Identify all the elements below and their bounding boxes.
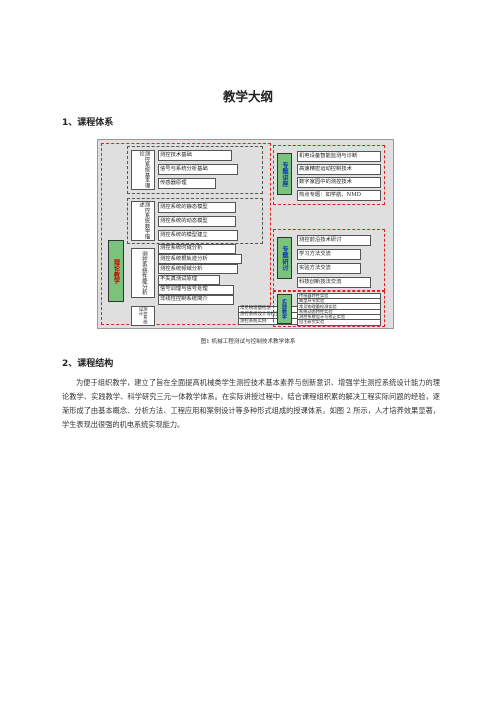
body-paragraph: 为便于组织教学，建立了旨在全面提高机械类学生测控技术基本素养与创新意识、增强学生… <box>62 378 440 429</box>
lecture-frame <box>273 145 385 205</box>
list-item: 学习方法交流 <box>297 249 361 260</box>
list-item: 非线性控制系统简介 <box>158 295 234 305</box>
group-tag: 专题研讨 <box>277 237 292 279</box>
list-item: 测控系统的动态模型 <box>158 216 236 227</box>
list-item: 测控系统频域分析 <box>158 264 238 275</box>
list-item: 实验方法交流 <box>297 263 361 274</box>
practice-frame <box>273 291 385 327</box>
list-item: 不失真测试原理 <box>158 274 220 285</box>
list-item: 信号与系统分析基础 <box>158 164 238 175</box>
group-frame <box>127 146 263 194</box>
list-item: 测控技术基础 <box>158 150 232 161</box>
group-tag: 实践教学 <box>277 294 292 324</box>
list-item: 测控系统的模型建立 <box>158 230 238 241</box>
figure-overlay: 专题讲座 机电设备智能监测与诊断 高速精密运动控制技术 数字家园中的测控技术 热… <box>97 139 394 329</box>
group-label: 测控系统基本理论 <box>131 150 155 190</box>
page-title: 教学大纲 <box>222 89 273 104</box>
list-item: 科技创新技法交流 <box>297 277 371 288</box>
list-item: 机电设备智能监测与诊断 <box>297 151 381 162</box>
list-item: 热点专题：如学航、NMD <box>297 190 381 201</box>
list-item: 测控前沿技术研讨 <box>297 235 371 246</box>
list-item: 传感器原理 <box>158 178 216 189</box>
list-item: 测控系统的静态模型 <box>158 202 236 213</box>
list-item: 高速精密运动控制技术 <box>297 164 381 175</box>
list-item: 数字家园中的测控技术 <box>297 177 381 188</box>
group-label: 测控系统设计 <box>131 306 155 326</box>
list-item: 信号调理与信号处理 <box>158 284 234 295</box>
figure-caption: 图1 机械工程测试与控制技术教学体系 <box>200 339 296 345</box>
root-label: 理论教学 <box>108 240 124 302</box>
seminar-frame <box>273 229 385 291</box>
section-heading-2: 2、课程结构 <box>62 359 114 369</box>
group-label: 测控系统性能分析 <box>131 248 155 298</box>
theory-frame <box>101 143 271 325</box>
group-frame <box>127 198 263 244</box>
section-heading-1: 1、课程体系 <box>62 118 114 128</box>
group-tag: 专题讲座 <box>277 153 292 195</box>
list-item: 测控系统根轨迹分析 <box>158 254 242 265</box>
group-label: 测控系统数学描述 <box>131 201 155 241</box>
list-item: 自主研究实验 <box>297 319 381 326</box>
figure-overlay-extra <box>97 139 394 329</box>
list-item: 测控系统时域分析 <box>158 244 236 254</box>
